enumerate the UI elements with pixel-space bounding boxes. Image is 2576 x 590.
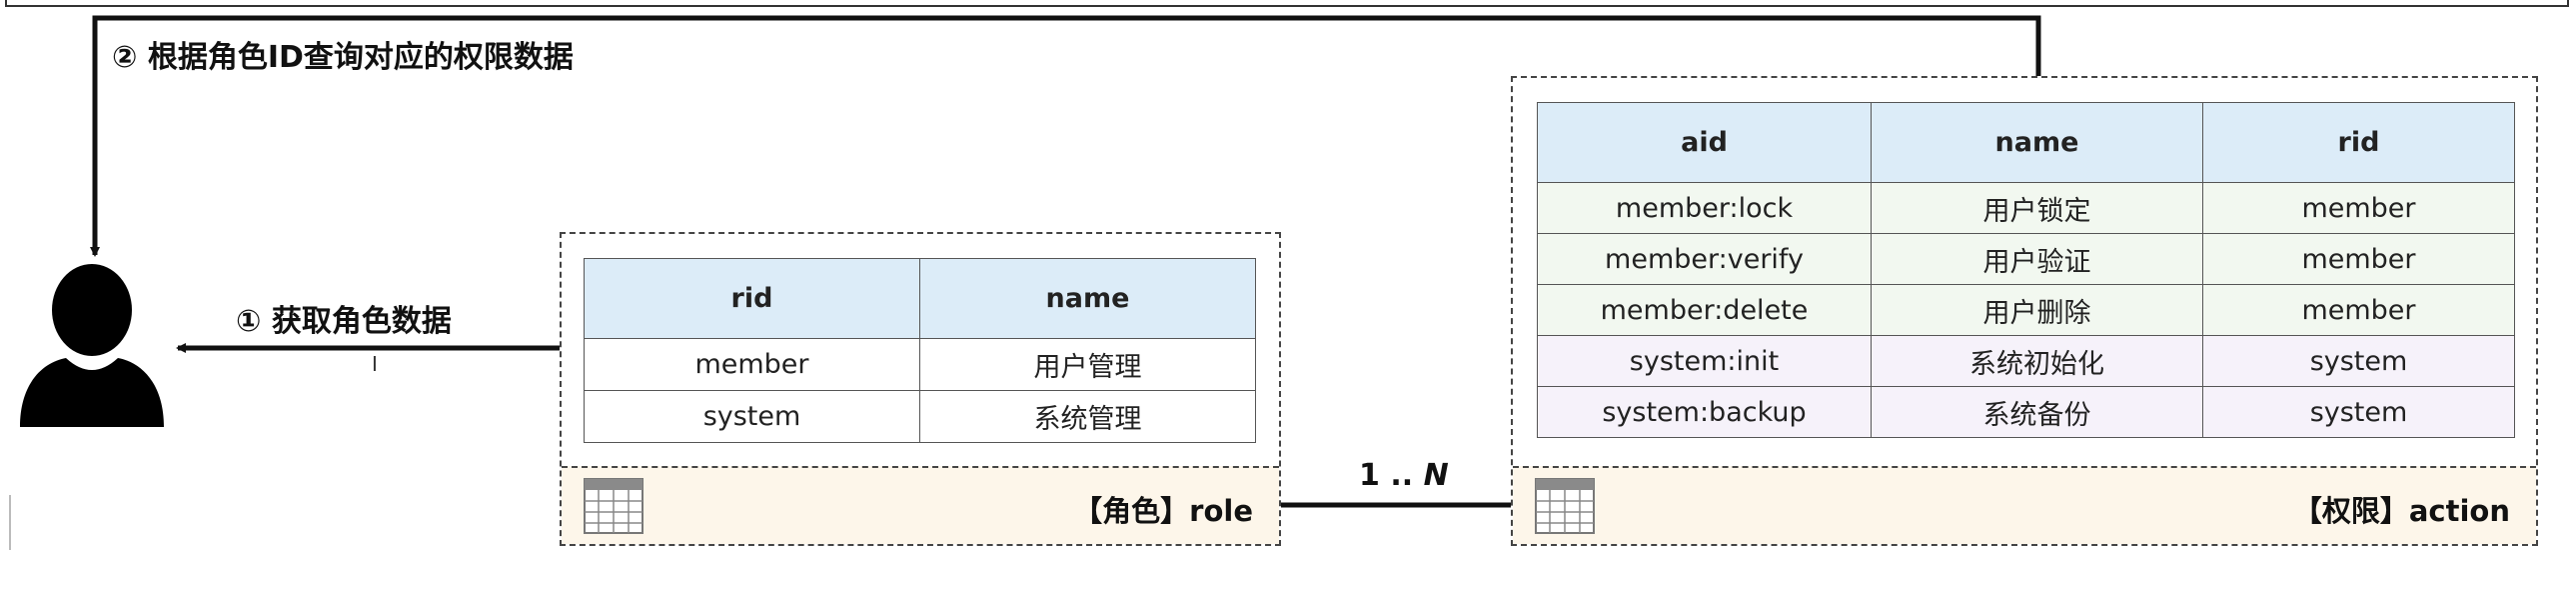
role-entity-footer: 【角色】role	[562, 466, 1279, 544]
table-cell: member:lock	[1537, 182, 1872, 234]
fetch-step-label: ① 获取角色数据	[236, 304, 452, 339]
table-row[interactable]: system:backup 系统备份 system	[1537, 386, 2515, 438]
cardinality-n: N	[1423, 458, 1449, 493]
column-header: rid	[584, 258, 920, 339]
action-table-header: aid name rid	[1537, 102, 2515, 183]
table-cell: member	[2202, 233, 2515, 285]
table-cell: 系统管理	[919, 390, 1256, 443]
user-icon	[20, 264, 164, 427]
query-arrow	[90, 15, 2041, 257]
action-entity-footer: 【权限】action	[1513, 466, 2536, 544]
action-entity[interactable]: aid name rid member:lock 用户锁定 member mem…	[1511, 76, 2538, 546]
table-cell: member	[2202, 182, 2515, 234]
table-icon	[584, 478, 644, 534]
role-table-header: rid name	[584, 258, 1256, 339]
table-cell: member:delete	[1537, 284, 1872, 336]
table-icon	[1535, 478, 1595, 534]
cardinality-prefix: 1 ..	[1359, 458, 1424, 493]
role-entity-title: 【角色】role	[1073, 494, 1253, 528]
frame-border	[5, 0, 2569, 7]
table-row[interactable]: system 系统管理	[584, 390, 1256, 443]
column-header: aid	[1537, 102, 1872, 183]
table-cell: system	[584, 390, 920, 443]
table-row[interactable]: member:lock 用户锁定 member	[1537, 182, 2515, 234]
column-header: name	[919, 258, 1256, 339]
role-table: rid name member 用户管理 system 系统管理	[584, 258, 1256, 443]
table-row[interactable]: system:init 系统初始化 system	[1537, 335, 2515, 387]
table-row[interactable]: member:delete 用户删除 member	[1537, 284, 2515, 336]
table-row[interactable]: member 用户管理	[584, 338, 1256, 391]
table-cell: system:init	[1537, 335, 1872, 387]
action-table: aid name rid member:lock 用户锁定 member mem…	[1537, 102, 2515, 438]
table-cell: member	[2202, 284, 2515, 336]
text-cursor-icon: I	[372, 352, 378, 376]
table-cell: system	[2202, 335, 2515, 387]
table-cell: 系统备份	[1871, 386, 2203, 438]
table-cell: 系统初始化	[1871, 335, 2203, 387]
action-entity-title: 【权限】action	[2292, 494, 2510, 528]
table-cell: 用户管理	[919, 338, 1256, 391]
role-entity[interactable]: rid name member 用户管理 system 系统管理 【角色】rol…	[560, 232, 1281, 546]
table-cell: 用户删除	[1871, 284, 2203, 336]
column-header: rid	[2202, 102, 2515, 183]
table-cell: 用户验证	[1871, 233, 2203, 285]
table-cell: member	[584, 338, 920, 391]
column-header: name	[1871, 102, 2203, 183]
table-cell: system	[2202, 386, 2515, 438]
table-cell: 用户锁定	[1871, 182, 2203, 234]
table-cell: member:verify	[1537, 233, 1872, 285]
cardinality-label: 1 .. N	[1359, 458, 1449, 493]
table-row[interactable]: member:verify 用户验证 member	[1537, 233, 2515, 285]
query-step-label: ② 根据角色ID查询对应的权限数据	[112, 40, 574, 75]
table-cell: system:backup	[1537, 386, 1872, 438]
